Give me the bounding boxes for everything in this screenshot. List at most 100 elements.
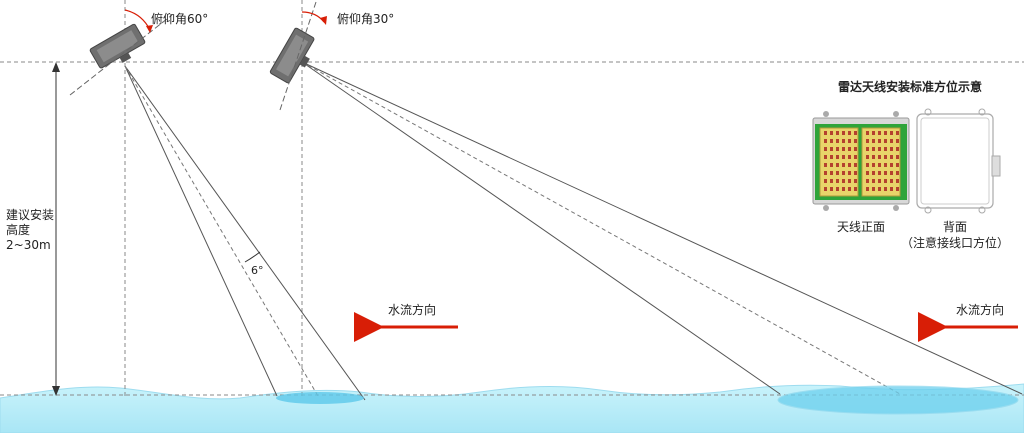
antenna-patch: [896, 131, 899, 135]
antenna-patch: [854, 139, 857, 143]
antenna-patch: [872, 171, 875, 175]
antenna-patch: [866, 155, 869, 159]
antenna-patch: [836, 155, 839, 159]
antenna-patch: [884, 179, 887, 183]
antenna-patch: [848, 155, 851, 159]
antenna-patch: [830, 179, 833, 183]
antenna-patch: [824, 179, 827, 183]
antenna-patch: [848, 131, 851, 135]
antenna-patch: [872, 155, 875, 159]
antenna-patch: [848, 171, 851, 175]
flow-label-right: 水流方向: [956, 303, 1005, 317]
antenna-patch: [890, 147, 893, 151]
antenna-patch: [878, 187, 881, 191]
antenna-front-board: [812, 111, 910, 211]
antenna-patch: [848, 187, 851, 191]
antenna-patch: [824, 163, 827, 167]
antenna-patch: [872, 139, 875, 143]
antenna-patch-grid: [824, 131, 899, 191]
antenna-patch: [842, 139, 845, 143]
antenna-patch: [896, 187, 899, 191]
antenna-patch: [842, 171, 845, 175]
connector-port: [991, 155, 1001, 177]
antenna-patch: [878, 171, 881, 175]
antenna-patch: [884, 131, 887, 135]
antenna-patch: [830, 187, 833, 191]
antenna-patch: [890, 155, 893, 159]
antenna-patch: [896, 171, 899, 175]
height-label-line3: 2~30m: [6, 238, 51, 252]
antenna-patch: [896, 179, 899, 183]
antenna-patch: [842, 163, 845, 167]
antenna-patch: [848, 147, 851, 151]
antenna-patch: [896, 147, 899, 151]
antenna-patch: [896, 163, 899, 167]
antenna-patch: [830, 147, 833, 151]
antenna-patch: [830, 139, 833, 143]
antenna-patch: [836, 187, 839, 191]
antenna-patch: [866, 139, 869, 143]
antenna-patch: [866, 163, 869, 167]
pitch-label-right: 俯仰角30°: [337, 12, 395, 26]
antenna-patch: [854, 163, 857, 167]
antenna-patch: [824, 187, 827, 191]
antenna-patch: [854, 147, 857, 151]
antenna-patch: [890, 187, 893, 191]
antenna-patch: [824, 147, 827, 151]
height-label-line2: 高度: [6, 223, 31, 237]
antenna-patch: [884, 155, 887, 159]
antenna-patch: [842, 179, 845, 183]
antenna-patch: [848, 179, 851, 183]
beam-angle-label: 6°: [251, 264, 264, 277]
antenna-patch: [866, 147, 869, 151]
antenna-patch: [824, 155, 827, 159]
radar-device-right: [269, 27, 315, 84]
antenna-patch: [890, 179, 893, 183]
antenna-patch: [836, 163, 839, 167]
water-surface: [0, 383, 1024, 433]
beam-spot-right: [777, 385, 1019, 415]
antenna-patch: [836, 131, 839, 135]
antenna-patch: [878, 139, 881, 143]
height-label-line1: 建议安装: [6, 208, 55, 222]
antenna-patch: [890, 171, 893, 175]
back-caption-line1: 背面: [942, 220, 967, 234]
antenna-patch: [872, 163, 875, 167]
antenna-patch: [836, 139, 839, 143]
antenna-patch: [890, 139, 893, 143]
radar-device-left: [89, 23, 146, 69]
antenna-patch: [872, 147, 875, 151]
front-caption: 天线正面: [836, 220, 885, 234]
antenna-patch: [854, 179, 857, 183]
antenna-patch: [848, 139, 851, 143]
beam-right: [301, 61, 1023, 395]
antenna-patch: [830, 131, 833, 135]
antenna-patch: [824, 171, 827, 175]
antenna-patch: [872, 179, 875, 183]
antenna-patch: [878, 131, 881, 135]
antenna-patch: [878, 155, 881, 159]
antenna-patch: [866, 187, 869, 191]
device-axis-left: [69, 14, 173, 96]
antenna-patch: [884, 139, 887, 143]
antenna-patch: [872, 131, 875, 135]
antenna-patch: [836, 179, 839, 183]
pitch-arc-right: [301, 11, 325, 23]
antenna-patch: [890, 163, 893, 167]
antenna-patch: [884, 171, 887, 175]
antenna-patch: [896, 155, 899, 159]
antenna-patch: [836, 171, 839, 175]
antenna-patch: [854, 187, 857, 191]
antenna-patch: [878, 179, 881, 183]
antenna-patch: [830, 171, 833, 175]
inset-title: 雷达天线安装标准方位示意: [837, 80, 982, 94]
antenna-patch: [884, 187, 887, 191]
antenna-patch: [830, 155, 833, 159]
antenna-back-housing: [916, 108, 1001, 214]
device-axis-right: [279, 1, 317, 111]
antenna-patch: [866, 179, 869, 183]
antenna-patch: [890, 131, 893, 135]
antenna-patch: [872, 187, 875, 191]
antenna-patch: [866, 131, 869, 135]
